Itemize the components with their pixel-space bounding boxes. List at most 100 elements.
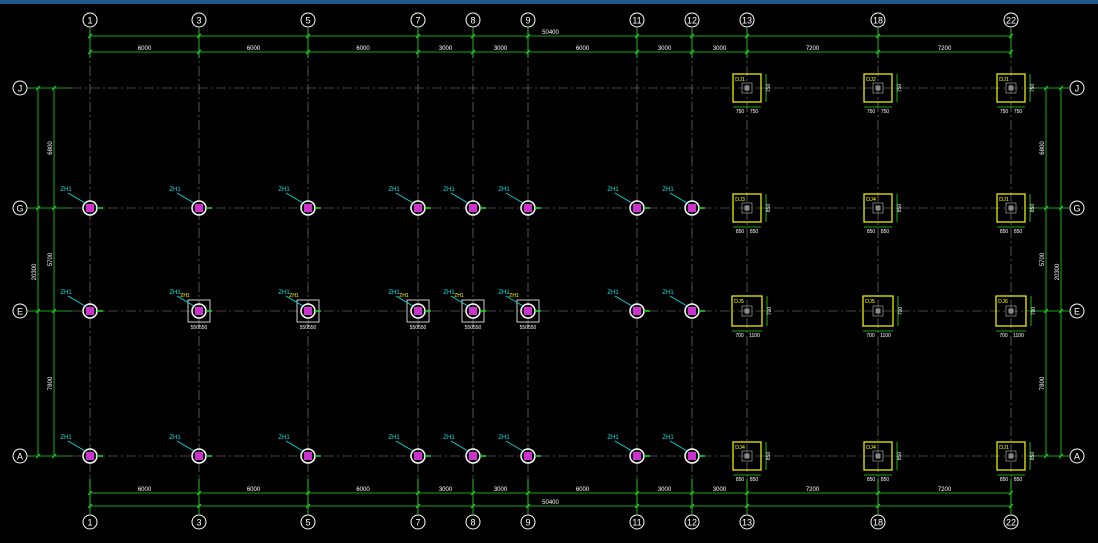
footing-dim-label: 850 xyxy=(1000,229,1009,235)
axis-bubble-7 xyxy=(410,12,426,28)
footing-tag: DJ1 xyxy=(999,197,1009,203)
pile-leader xyxy=(176,440,195,452)
pile-column xyxy=(688,307,696,315)
axis-bubble-11 xyxy=(629,12,645,28)
footing-column-core xyxy=(1008,453,1014,459)
footing-dim-label: 750 xyxy=(1030,84,1036,93)
axis-label-1: 1 xyxy=(87,518,92,528)
axis-label-18: 18 xyxy=(873,16,883,26)
axis-label-11: 11 xyxy=(632,518,641,528)
right-dimension-tick xyxy=(1043,85,1049,91)
pile-column xyxy=(195,204,203,212)
axis-label-22: 22 xyxy=(1006,518,1016,528)
right-dimension-tick xyxy=(1043,453,1049,459)
top-dimension-tick xyxy=(87,49,93,55)
pile-tag-label: ZH1 xyxy=(169,187,181,193)
axis-bubble-12 xyxy=(684,514,700,530)
footing-dim-label: 1100 xyxy=(880,333,891,339)
axis-bubble-G xyxy=(1069,200,1085,216)
bottom-dimension-tick xyxy=(305,490,311,496)
pile-tag-label: ZH1 xyxy=(443,187,455,193)
footing-column xyxy=(1005,202,1017,214)
bottom-dimension-span-label: 7200 xyxy=(938,487,952,493)
footing-column xyxy=(1005,450,1017,462)
pile-leader xyxy=(285,295,304,307)
bottom-dimension-tick xyxy=(196,490,202,496)
pile-cap-dims: 550550 xyxy=(410,325,427,331)
pile-column xyxy=(414,452,422,460)
pile-tag-label: ZH1 xyxy=(607,290,619,296)
pile-cap-tag: ZH1 xyxy=(399,293,409,299)
axis-label-13: 13 xyxy=(742,518,752,528)
footing-tag: DJ4 xyxy=(866,445,876,451)
footing-dim-label: 700 xyxy=(767,307,773,316)
axis-label-12: 12 xyxy=(687,518,697,528)
pile-leader xyxy=(614,295,633,307)
footing-tag: DJ5 xyxy=(865,299,875,305)
footing-column xyxy=(741,82,753,94)
pile-leader xyxy=(176,295,195,307)
bottom-dimension-tick xyxy=(196,503,202,509)
axis-label-8: 8 xyxy=(470,518,475,528)
footing-column xyxy=(872,82,884,94)
bottom-dimension-tick xyxy=(470,503,476,509)
axis-bubble-3 xyxy=(191,12,207,28)
top-dimension-total-label: 50400 xyxy=(542,30,559,36)
top-dimension-tick xyxy=(470,49,476,55)
pile-column xyxy=(524,204,532,212)
pile-leader xyxy=(505,440,524,452)
top-dimension-tick xyxy=(415,49,421,55)
pile-leader xyxy=(614,192,633,204)
footing-outline xyxy=(732,441,762,471)
top-dimension-tick xyxy=(689,49,695,55)
footing-column-core xyxy=(1008,308,1014,314)
pile-cap-dims: 550550 xyxy=(300,325,317,331)
axis-bubble-7 xyxy=(410,514,426,530)
axis-label-3: 3 xyxy=(196,518,201,528)
pile-tag-label: ZH1 xyxy=(662,187,674,193)
axis-bubble-E xyxy=(1069,303,1085,319)
bottom-dimension-total-label: 50400 xyxy=(542,500,559,506)
bottom-dimension-tick xyxy=(525,490,531,496)
axis-bubble-8 xyxy=(465,514,481,530)
pile-tag-label: ZH1 xyxy=(60,187,72,193)
right-dimension-tick xyxy=(1058,308,1064,314)
axis-label-8: 8 xyxy=(470,16,475,26)
pile-tag-label: ZH1 xyxy=(498,187,510,193)
pile-tag-label: ZH1 xyxy=(662,435,674,441)
footing-tag: DJ4 xyxy=(735,445,745,451)
left-dimension-tick xyxy=(35,308,41,314)
pile-column xyxy=(86,204,94,212)
right-dimension-tick xyxy=(1043,205,1049,211)
footing-column xyxy=(1005,82,1017,94)
pile-column xyxy=(304,452,312,460)
right-dimension-span-label: 5700 xyxy=(1040,252,1046,266)
axis-bubble-J xyxy=(12,80,28,96)
pile-column xyxy=(633,307,641,315)
pile-tag-label: ZH1 xyxy=(278,435,290,441)
axis-bubble-G xyxy=(12,200,28,216)
axis-bubble-18 xyxy=(870,514,886,530)
footing-dim-label: 750 xyxy=(867,109,876,115)
pile-tag-label: ZH1 xyxy=(662,290,674,296)
top-dimension-tick xyxy=(196,49,202,55)
axis-bubble-5 xyxy=(300,12,316,28)
right-dimension-tick xyxy=(1058,205,1064,211)
footing-outline xyxy=(863,193,893,223)
footing-tag: DJ1 xyxy=(999,445,1009,451)
axis-label-5: 5 xyxy=(305,518,310,528)
axis-label-G: G xyxy=(16,204,23,214)
axis-label-G: G xyxy=(1073,204,1080,214)
right-dimension-tick xyxy=(1058,85,1064,91)
pile-leader xyxy=(176,192,195,204)
footing-column-core xyxy=(875,205,881,211)
top-dimension-tick xyxy=(875,33,881,39)
pile-column xyxy=(195,452,203,460)
bottom-dimension-tick xyxy=(470,490,476,496)
pile-column xyxy=(469,307,477,315)
footing-dim-label: 850 xyxy=(897,204,903,213)
right-dimension-span-label: 6800 xyxy=(1040,141,1046,155)
bottom-dimension-span-label: 3000 xyxy=(439,487,453,493)
top-dimension-tick xyxy=(744,49,750,55)
top-dimension-tick xyxy=(305,33,311,39)
